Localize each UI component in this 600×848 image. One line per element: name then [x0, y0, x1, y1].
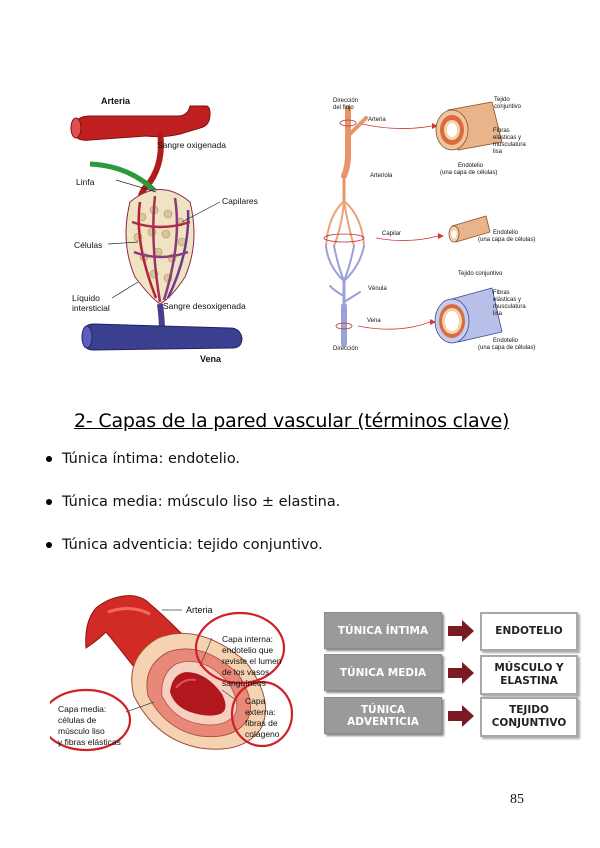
fig2-arteriola-label: Arteriola — [370, 173, 392, 179]
key-terms-list: Túnica íntima: endotelio. Túnica media: … — [46, 448, 340, 577]
fig2-endotelio-1-label-2: (una capa de células) — [440, 170, 497, 176]
fig2-tejido-conjuntivo-1-label-1: Tejido — [494, 97, 510, 103]
fig3-arteria-label: Arteria — [186, 605, 213, 615]
fig2-fibras-3-label-4: lisa — [493, 311, 502, 317]
arrow-right-icon — [448, 662, 474, 684]
fig2-fibras-1-label-4: lisa — [493, 149, 502, 155]
bullet-icon — [46, 499, 52, 505]
fig3-capa-media-label-4: y fibras elásticas — [58, 737, 121, 747]
fig3-capa-externa-label-3: fibras de — [245, 718, 278, 728]
fig2-direccion-label: Dirección — [333, 346, 358, 352]
fig2-fibras-3-label-2: elásticas y — [493, 297, 521, 303]
fig3-capa-interna-label-2: endotelio que — [222, 645, 273, 655]
capillary-bed-figure — [60, 92, 270, 367]
fig1-linfa-label: Linfa — [76, 177, 94, 187]
fig3-capa-interna-label-3: reviste el lumen — [222, 656, 282, 666]
list-item: Túnica íntima: endotelio. — [46, 448, 340, 491]
list-item: Túnica adventicia: tejido conjuntivo. — [46, 534, 340, 577]
fig3-capa-externa-label-2: externa: — [245, 707, 276, 717]
fig2-tejido-conjuntivo-3-label: Tejido conjuntivo — [458, 271, 502, 277]
fig2-fibras-1-label-3: musculatura — [493, 142, 526, 148]
fig2-fibras-3-label-1: Fibras — [493, 290, 510, 296]
fig2-tejido-conjuntivo-1-label-2: conjuntivo — [494, 104, 521, 110]
fig1-liquido-label-2: intersticial — [72, 303, 110, 313]
fig3-capa-interna-label-1: Capa interna: — [222, 634, 273, 644]
fig1-liquido-label-1: Líquido — [72, 293, 100, 303]
tunica-adventicia-box: TÚNICA ADVENTICIA — [324, 697, 442, 734]
fig2-endotelio-3-label-2: (una capa de células) — [478, 345, 535, 351]
fig2-capilar-label: Capilar — [382, 231, 401, 237]
tunica-intima-box: TÚNICA ÍNTIMA — [324, 612, 442, 649]
fig1-sangre-oxigenada-label: Sangre oxigenada — [157, 140, 226, 150]
fig2-fibras-3-label-3: musculatura — [493, 304, 526, 310]
fig2-arteria-label: Arteria — [368, 117, 386, 123]
fig1-sangre-desoxigenada-label: Sangre desoxigenada — [163, 301, 246, 311]
fig2-endotelio-2-label-2: (una capa de células) — [478, 237, 535, 243]
fig2-vena-label: Vena — [367, 318, 381, 324]
fig3-capa-externa-label-1: Capa — [245, 696, 265, 706]
fig2-direccion-flujo-label-1: Dirección — [333, 98, 358, 104]
tejido-conjuntivo-box: TEJIDO CONJUNTIVO — [480, 697, 578, 737]
fig3-capa-externa-label-4: colágeno — [245, 729, 280, 739]
vessel-types-figure — [318, 96, 558, 361]
musculo-elastina-box: MÚSCULO Y ELASTINA — [480, 655, 578, 695]
fig1-capilares-label: Capilares — [222, 196, 258, 206]
fig2-fibras-1-label-1: Fibras — [493, 128, 510, 134]
bullet-icon — [46, 542, 52, 548]
fig2-endotelio-3-label-1: Endotelio — [493, 338, 518, 344]
fig3-capa-media-label-1: Capa media: — [58, 704, 106, 714]
fig3-capa-media-label-2: células de — [58, 715, 96, 725]
bullet-icon — [46, 456, 52, 462]
fig2-endotelio-1-label-1: Endotelio — [458, 163, 483, 169]
fig1-celulas-label: Células — [74, 240, 102, 250]
tunica-media-box: TÚNICA MEDIA — [324, 654, 442, 691]
arrow-right-icon — [448, 620, 474, 642]
endotelio-box: ENDOTELIO — [480, 612, 578, 651]
fig3-capa-interna-label-5: sanguíneos — [222, 678, 266, 688]
fig2-venula-label: Vénula — [368, 286, 387, 292]
fig2-fibras-1-label-2: elásticas y — [493, 135, 521, 141]
page-number: 85 — [510, 792, 524, 808]
list-item: Túnica media: músculo liso ± elastina. — [46, 491, 340, 534]
section-heading: 2- Capas de la pared vascular (términos … — [74, 410, 509, 432]
fig1-vena-label: Vena — [200, 354, 221, 364]
arrow-right-icon — [448, 705, 474, 727]
fig1-arteria-label: Arteria — [101, 96, 130, 106]
fig2-endotelio-2-label-1: Endotelio — [493, 230, 518, 236]
fig3-capa-media-label-3: músculo liso — [58, 726, 105, 736]
fig2-direccion-flujo-label-2: del flujo — [333, 105, 354, 111]
fig3-capa-interna-label-4: de los vasos — [222, 667, 269, 677]
